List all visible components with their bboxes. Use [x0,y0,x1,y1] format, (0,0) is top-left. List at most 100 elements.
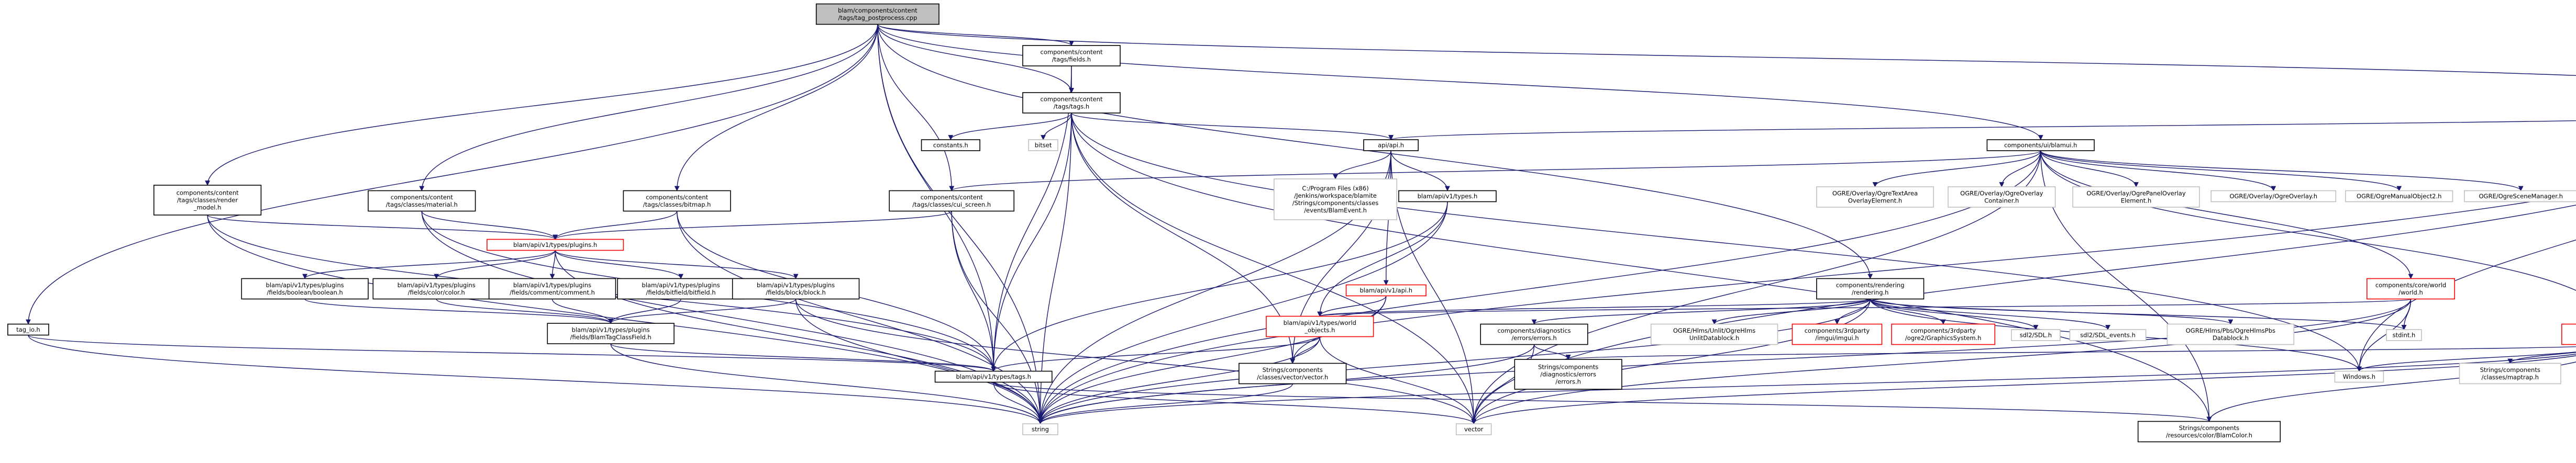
node-label: blam/api/v1/types/plugins [266,281,344,289]
node-label: blam/api/v1/types/plugins [397,281,476,289]
node-cont-material[interactable]: components/content/tags/classes/material… [368,190,476,212]
node-label: blam/api/v1/types/plugins [642,281,720,289]
node-bitfield-h[interactable]: blam/api/v1/types/plugins/fields/bitfiel… [617,278,745,300]
node-label: vector [1464,426,1484,433]
node-constants[interactable]: constants.h [921,139,980,151]
edge-plugins_h-to-bitfield_h [555,250,683,279]
node-label: string [1032,426,1049,433]
node-label: components/content [176,189,239,197]
node-world-objs[interactable]: blam/api/v1/types/world_objects.h [1266,315,1374,337]
node-root[interactable]: blam/components/content/tags/tag_postpro… [815,3,939,25]
node-box [1816,278,1925,300]
node-label: /classes/maptrap.h [2481,374,2538,381]
node-core-world[interactable]: components/core/world/world.h [2366,278,2455,300]
node-bool-h[interactable]: blam/api/v1/types/plugins/fields/boolean… [241,278,369,300]
node-label: sdl2/SDL_events.h [2080,332,2136,339]
node-label: OGRE/Overlay/OgreOverlay [1960,190,2043,197]
edge-core_world-to-windows [2357,299,2412,372]
node-tagclass-h[interactable]: blam/api/v1/types/plugins/fields/BlamTag… [547,323,675,344]
node-box [623,190,731,212]
edge-plugins_h-to-color_h [434,250,556,279]
node-box [2137,421,2281,443]
node-label: blam/api/v1/types.h [1418,193,1478,200]
node-box [368,190,476,212]
edge-cui_screen-to-string [951,211,1043,424]
node-label: components/ui/blamui.h [2004,142,2077,149]
node-label: blam/api/v1/types/plugins [572,326,650,334]
edge-ui_h-to-cui_screen [949,150,2041,191]
node-box [2386,329,2422,341]
node-cont-bitmap[interactable]: components/content/tags/classes/bitmap.h [623,190,731,212]
edge-root-to-cui_screen [877,24,955,191]
edge-tags_h-to-api_h [1071,112,1394,140]
node-label: components/content [646,194,708,201]
node-windows: Windows.h [2334,370,2384,383]
node-cui-screen[interactable]: components/content/tags/classes/cui_scre… [889,190,1015,212]
node-box [617,278,745,300]
edge-world_objs-to-string [1037,336,1320,424]
edge-cui_screen-to-plugins_h [552,210,952,240]
node-label: Windows.h [2343,373,2375,380]
node-label: /fields/color/color.h [408,289,465,296]
edge-tags_h-to-string [1037,112,1072,424]
edge-world_objs-to-vector [1319,336,1477,424]
node-label: components/core/world [2375,281,2446,289]
edge-cont_bitmap-to-plugins_h [552,211,678,240]
node-ui-h[interactable]: components/ui/blamui.h [1986,139,2095,151]
node-label: blam/components/content [838,7,917,14]
edge-rendering-to-diag_err [1531,298,1871,325]
edge-rendering-to-string [1037,299,1871,424]
edge-tag_io-to-tags_v1 [28,334,996,372]
edge-ui_h-to-o_overlay [2040,150,2276,191]
node-label: components/content [1041,96,1103,103]
node-rendering[interactable]: components/rendering/rendering.h [1816,278,1925,300]
node-s-errors[interactable]: Strings/components/diagnostics/errors/er… [1514,359,1622,390]
node-fonts[interactable]: components/content/fonts/fonts.h [2561,323,2576,345]
edge-tag_io-to-string [28,335,1043,424]
edge-crowdex-to-string [1037,194,2576,424]
node-label: Datablock.h [2213,334,2249,342]
node-label: Strings/components [1538,364,1598,371]
node-label: OverlayElement.h [1848,197,1902,205]
node-label: Container.h [1984,197,2019,205]
node-block-h[interactable]: blam/api/v1/types/plugins/fields/block/b… [732,278,860,300]
edge-root-to-cont_bitmap [674,24,878,191]
node-fields-h[interactable]: components/content/tags/fields.h [1022,45,1121,66]
node-types-h[interactable]: blam/api/v1/types.h [1398,190,1497,202]
node-box [732,278,860,300]
node-color-h[interactable]: blam/api/v1/types/plugins/fields/color/c… [372,278,500,300]
node-plugins-h[interactable]: blam/api/v1/types/plugins.h [487,239,624,251]
node-diag-err[interactable]: components/diagnostics/errors/errors.h [1480,323,1588,345]
node-label: components/content [1041,49,1103,56]
edge-plugins_h-to-comment_h [549,250,556,279]
node-string: string [1022,423,1058,435]
node-label: _model.h [193,204,222,211]
node-tags-h[interactable]: components/content/tags/tags.h [1022,92,1121,114]
node-box [2334,370,2384,383]
node-label: blam/api/v1/types/world [1284,319,1356,326]
node-imgui[interactable]: components/3rdparty/imgui/imgui.h [1792,323,1883,345]
edge-block_h-to-tagclass_h [608,298,797,324]
node-api-v1[interactable]: blam/api/v1/api.h [1345,284,1427,297]
node-box [1792,323,1883,345]
edge-tags_h-to-bitset [1041,112,1072,140]
edge-fonts-to-vector [1471,355,2576,424]
node-label: /world.h [2398,289,2423,296]
node-graphics[interactable]: components/3rdparty/ogre2/GraphicsSystem… [1891,323,1996,345]
node-s-color[interactable]: Strings/components/resources/color/BlamC… [2137,421,2281,443]
node-cont-render[interactable]: components/content/tags/classes/render_m… [153,185,262,216]
node-label: Element.h [2121,197,2152,205]
node-stdint: stdint.h [2386,329,2422,341]
node-s-vector[interactable]: Strings/components/classes/vector/vector… [1239,363,1347,385]
node-label: /errors.h [1555,378,1581,386]
node-label: blam/api/v1/types/tags.h [956,373,1031,380]
edge-diag_err-to-vector [1471,344,1535,424]
edge-tags_h-to-s_color [1071,112,2212,422]
node-tag-io[interactable]: tag_io.h [7,323,49,336]
edge-tags_h-to-vector [1071,112,1477,424]
node-o-manual: OGRE/OgreManualObject2.h [2345,190,2453,202]
node-api-h[interactable]: api/api.h [1363,139,1419,151]
node-tags-v1[interactable]: blam/api/v1/types/tags.h [934,370,1053,383]
node-comment-h[interactable]: blam/api/v1/types/plugins/fields/comment… [488,278,616,300]
node-box [1650,323,1778,345]
